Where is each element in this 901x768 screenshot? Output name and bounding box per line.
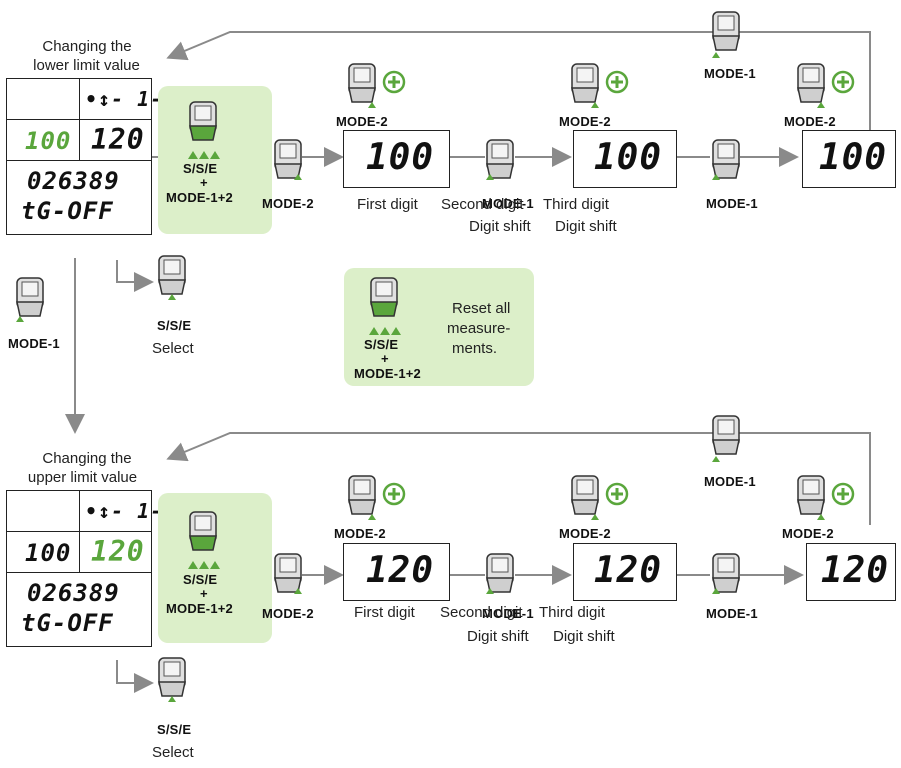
device-icon xyxy=(712,11,740,58)
plus-label: + xyxy=(200,586,208,601)
caption-second-digit: Second digit xyxy=(441,196,524,213)
caption-third-digit: Third digit xyxy=(543,196,609,213)
upper-step1-display: 120 xyxy=(343,543,450,601)
caption-digit-shift: Digit shift xyxy=(555,218,617,235)
upper-display-mid-right: 120 xyxy=(91,535,145,568)
lower-step2-value: 100 xyxy=(594,137,663,178)
device-icon xyxy=(16,277,44,322)
caption-digit-shift: Digit shift xyxy=(469,218,531,235)
mode2-label: MODE-2 xyxy=(334,526,386,541)
device-icon xyxy=(712,139,740,180)
device-icon xyxy=(189,511,217,551)
upper-display-bottom: tG-OFF xyxy=(21,609,114,637)
mode2-label: MODE-2 xyxy=(559,114,611,129)
loop-arrow-lower xyxy=(166,31,871,140)
sse-label: S/S/E xyxy=(157,318,192,333)
mode2-label: MODE-2 xyxy=(262,196,314,211)
device-icon xyxy=(158,255,186,300)
triple-arrow-icon xyxy=(369,327,401,335)
mode1-label: MODE-1 xyxy=(482,606,534,621)
triple-arrow-icon xyxy=(188,151,220,159)
device-icon xyxy=(274,553,302,594)
upper-display-top-right: •↕- 1- xyxy=(85,499,164,523)
mode12-label: MODE-1+2 xyxy=(166,601,233,616)
lower-step3-value: 100 xyxy=(819,137,888,178)
upper-display-mid-left: 100 xyxy=(25,539,72,567)
select-branch-upper xyxy=(116,660,154,693)
mode12-label: MODE-1+2 xyxy=(354,366,421,381)
upper-step1-value: 120 xyxy=(366,550,435,591)
upper-step2-display: 120 xyxy=(573,543,677,601)
device-icon xyxy=(486,139,514,180)
lower-step3-display: 100 xyxy=(802,130,896,188)
upper-step3-display: 120 xyxy=(806,543,896,601)
mode2-label: MODE-2 xyxy=(336,114,388,129)
loop-arrow-upper xyxy=(166,432,871,525)
device-icon xyxy=(486,553,514,594)
mode2-label: MODE-2 xyxy=(559,526,611,541)
upper-step2-value: 120 xyxy=(594,550,663,591)
mode1-label: MODE-1 xyxy=(704,474,756,489)
lower-display-bottom: tG-OFF xyxy=(21,197,114,225)
mode1-label: MODE-1 xyxy=(8,336,60,351)
plus-label: + xyxy=(200,175,208,190)
caption-first-digit: First digit xyxy=(357,196,418,213)
lower-title-line1: Changing the xyxy=(42,38,132,55)
device-plus-icon xyxy=(571,475,629,520)
mode1-label: MODE-1 xyxy=(706,196,758,211)
device-plus-icon xyxy=(348,475,406,520)
lower-title-line2: lower limit value xyxy=(33,57,140,74)
triple-arrow-icon xyxy=(188,561,220,569)
caption-third-digit: Third digit xyxy=(539,604,605,621)
upper-title-line2: upper limit value xyxy=(27,469,138,486)
upper-main-display: •↕- 1- 100 120 026389 tG-OFF xyxy=(6,490,162,647)
reset-note-line3: ments. xyxy=(452,340,498,357)
plus-label: + xyxy=(381,351,389,366)
select-label: Select xyxy=(152,744,194,761)
mode1-label: MODE-1 xyxy=(482,196,534,211)
mode12-label: MODE-1+2 xyxy=(166,190,233,205)
select-label: Select xyxy=(152,340,194,357)
device-plus-icon xyxy=(348,63,406,108)
device-icon xyxy=(158,657,186,702)
lower-main-display: •↕- 1- 100 120 026389 tG-OFF xyxy=(6,78,162,235)
device-plus-icon xyxy=(797,475,855,520)
device-plus-icon xyxy=(571,63,629,108)
sse-label: S/S/E xyxy=(183,161,218,176)
reset-note-line1: Reset all xyxy=(452,300,511,317)
caption-digit-shift: Digit shift xyxy=(467,628,529,645)
device-icon xyxy=(189,101,217,141)
mode1-label: MODE-1 xyxy=(704,66,756,81)
upper-title-line1: Changing the xyxy=(42,450,132,467)
sse-label: S/S/E xyxy=(364,337,399,352)
device-icon xyxy=(370,277,398,317)
caption-first-digit: First digit xyxy=(354,604,415,621)
sse-label: S/S/E xyxy=(157,722,192,737)
lower-step1-value: 100 xyxy=(366,137,435,178)
mode2-label: MODE-2 xyxy=(784,114,836,129)
device-icon xyxy=(274,139,302,180)
device-plus-icon xyxy=(797,63,855,108)
reset-note-line2: measure- xyxy=(447,320,511,337)
lower-display-odo: 026389 xyxy=(27,167,120,195)
lower-display-top-right: •↕- 1- xyxy=(85,87,164,111)
upper-step3-value: 120 xyxy=(821,550,890,591)
lower-display-mid-right: 120 xyxy=(91,123,145,156)
mode2-label: MODE-2 xyxy=(262,606,314,621)
sse-label: S/S/E xyxy=(183,572,218,587)
upper-display-odo: 026389 xyxy=(27,579,120,607)
select-branch-lower xyxy=(116,260,154,292)
caption-second-digit: Second digit xyxy=(440,604,523,621)
caption-digit-shift: Digit shift xyxy=(553,628,615,645)
lower-display-mid-left: 100 xyxy=(25,127,72,155)
lower-step2-display: 100 xyxy=(573,130,677,188)
device-icon xyxy=(712,415,740,462)
device-icon xyxy=(712,553,740,594)
mode2-label: MODE-2 xyxy=(782,526,834,541)
mode1-label: MODE-1 xyxy=(706,606,758,621)
lower-step1-display: 100 xyxy=(343,130,450,188)
